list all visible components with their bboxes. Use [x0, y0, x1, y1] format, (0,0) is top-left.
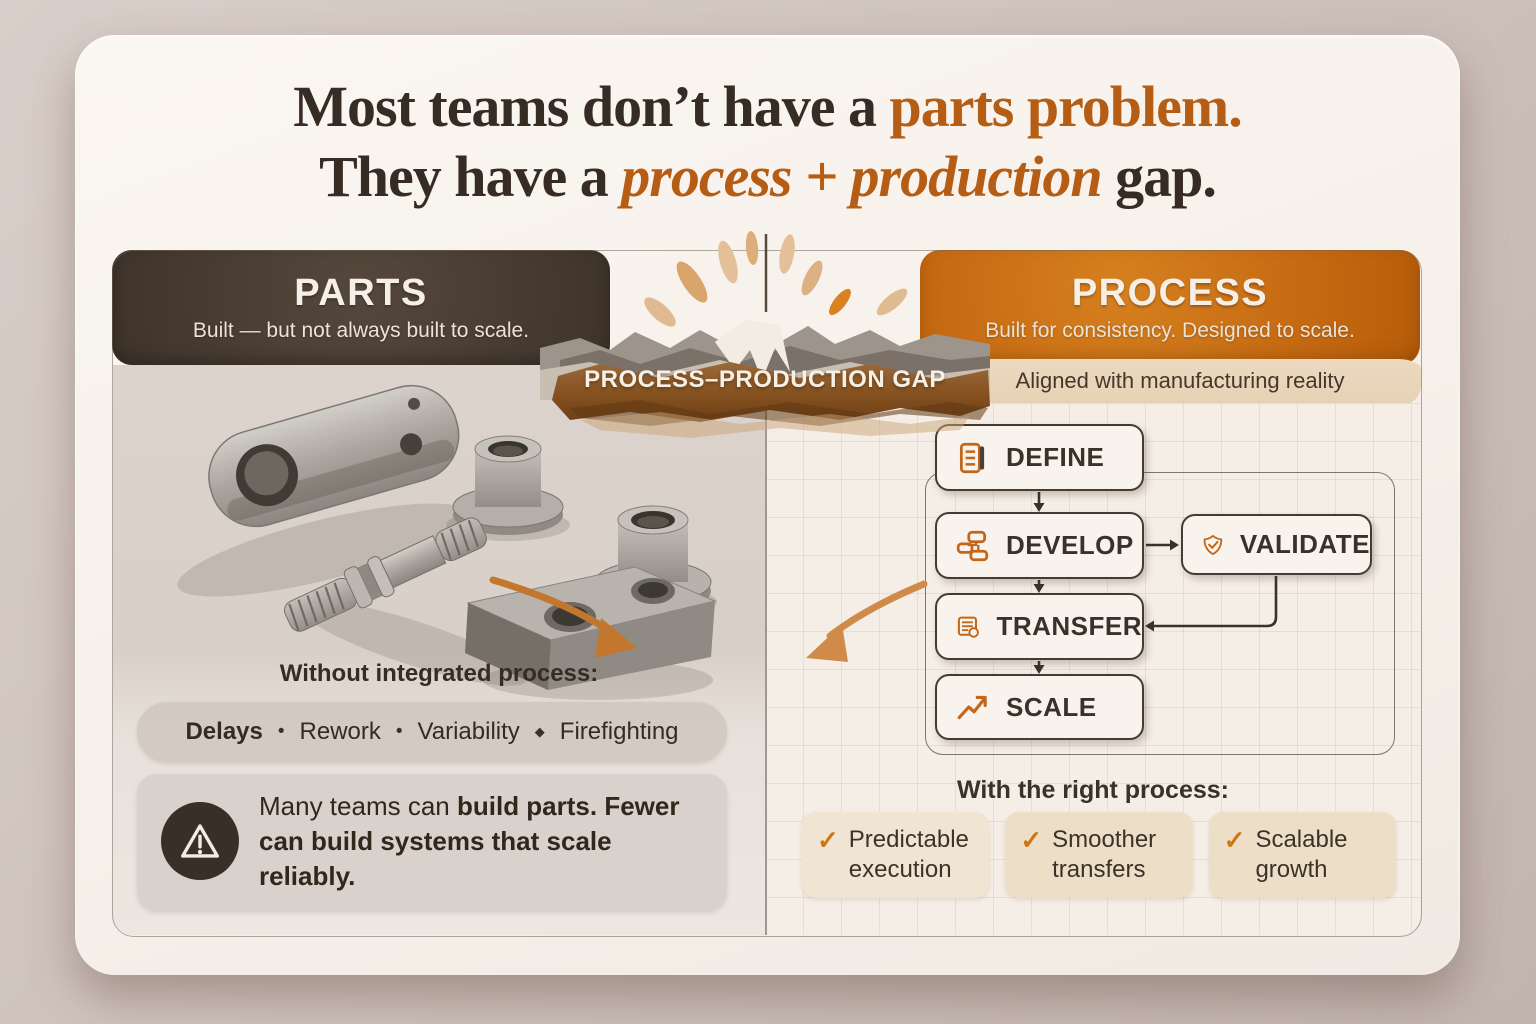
- process-header: PROCESS Built for consistency. Designed …: [920, 250, 1420, 365]
- issue-delays: Delays: [185, 718, 263, 745]
- threaded-stud-part: [284, 517, 487, 632]
- check-icon: ✓: [1020, 825, 1043, 855]
- parts-header-subtitle: Built — but not always built to scale.: [192, 319, 530, 342]
- process-header-subtitle: Built for consistency. Designed to scale…: [985, 319, 1355, 342]
- warning-callout: Many teams can build parts. Fewer can bu…: [137, 774, 727, 911]
- bushing-part-a: [452, 435, 564, 535]
- parts-header: PARTS Built — but not always built to sc…: [112, 250, 610, 365]
- document-icon: [959, 442, 985, 473]
- gap-banner-label: PROCESS–PRODUCTION GAP: [584, 366, 946, 393]
- blocks-icon: [956, 530, 989, 561]
- title-line-2: They have a process + production gap.: [319, 144, 1217, 209]
- title-line-1: Most teams don’t have a parts problem.: [293, 74, 1243, 139]
- flow-step-transfer: TRANSFER: [935, 593, 1144, 660]
- process-header-title: PROCESS: [1071, 272, 1269, 314]
- flow-step-develop: DEVELOP: [935, 512, 1144, 579]
- check-icon: ✓: [1223, 825, 1246, 855]
- bullet-separator: •: [277, 721, 285, 742]
- process-tagline: Aligned with manufacturing reality: [938, 359, 1422, 403]
- machined-parts-photo: [177, 384, 717, 700]
- bracket-part: [208, 384, 460, 528]
- issue-firefighting: Firefighting: [559, 718, 679, 745]
- issue-rework: Rework: [299, 718, 381, 745]
- flow-step-define: DEFINE: [935, 424, 1144, 491]
- issue-variability: Variability: [417, 718, 520, 745]
- flow-step-validate: VALIDATE: [1181, 514, 1372, 575]
- panel-divider: [765, 365, 767, 935]
- document-transfer-icon: [957, 616, 979, 638]
- benefits-heading: With the right process:: [956, 776, 1229, 804]
- bullet-separator: •: [395, 721, 403, 742]
- page-title: Most teams don’t have a parts problem. T…: [75, 72, 1460, 212]
- flow-step-scale: SCALE: [935, 674, 1144, 740]
- check-icon: ✓: [817, 825, 839, 855]
- trend-up-icon: [957, 695, 987, 720]
- warning-text: Many teams can build parts. Fewer can bu…: [259, 791, 680, 891]
- shield-check-icon: [1203, 534, 1223, 555]
- parts-header-title: PARTS: [294, 272, 428, 314]
- warning-icon: [161, 802, 239, 880]
- parts-caption: Without integrated process:: [279, 660, 599, 687]
- diamond-separator: ◆: [534, 724, 545, 739]
- issues-pill: Delays • Rework • Variability ◆ Firefigh…: [137, 702, 727, 762]
